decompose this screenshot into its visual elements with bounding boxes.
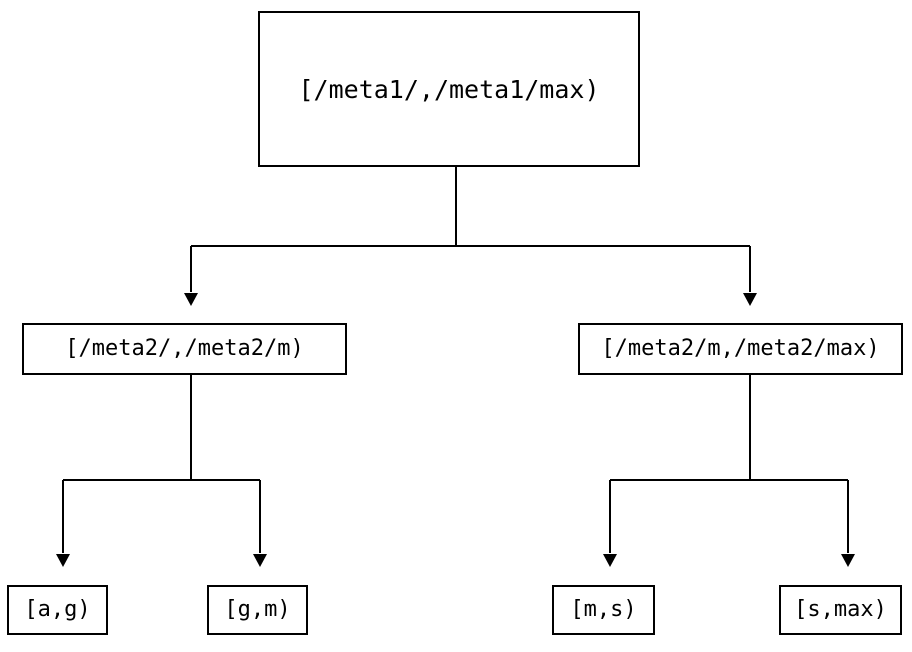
tree-node-leaf-4-label: [s,max)	[794, 597, 887, 622]
tree-node-root[interactable]: [/meta1/,/meta1/max)	[258, 11, 640, 167]
arrowhead-icon	[603, 554, 617, 567]
edge-root-to-mid-left	[184, 246, 198, 306]
tree-node-leaf-2[interactable]: [g,m)	[207, 585, 308, 635]
arrowhead-icon	[743, 293, 757, 306]
edge-mid-left-to-leaf-1	[56, 480, 70, 567]
edge-mid-left-to-leaf-bus	[63, 375, 260, 481]
tree-node-leaf-1-label: [a,g)	[24, 597, 91, 622]
tree-node-mid-left-label: [/meta2/,/meta2/m)	[65, 336, 304, 361]
arrowhead-icon	[56, 554, 70, 567]
tree-node-leaf-4[interactable]: [s,max)	[779, 585, 902, 635]
tree-node-mid-right[interactable]: [/meta2/m,/meta2/max)	[578, 323, 903, 375]
tree-node-root-label: [/meta1/,/meta1/max)	[298, 74, 600, 104]
edge-mid-left-to-leaf-2	[253, 480, 267, 567]
tree-node-mid-right-label: [/meta2/m,/meta2/max)	[601, 336, 880, 361]
tree-node-leaf-2-label: [g,m)	[224, 597, 291, 622]
tree-node-mid-left[interactable]: [/meta2/,/meta2/m)	[22, 323, 347, 375]
edge-mid-right-to-leaf-4	[841, 480, 855, 567]
arrowhead-icon	[841, 554, 855, 567]
tree-node-leaf-3-label: [m,s)	[570, 597, 637, 622]
tree-node-leaf-1[interactable]: [a,g)	[7, 585, 108, 635]
arrowhead-icon	[253, 554, 267, 567]
edge-mid-right-to-leaf-3	[603, 480, 617, 567]
edge-mid-right-to-leaf-bus	[610, 375, 848, 481]
tree-node-leaf-3[interactable]: [m,s)	[552, 585, 655, 635]
edge-root-to-midlevel-bus	[191, 167, 750, 247]
edge-root-to-mid-right	[743, 246, 757, 306]
arrowhead-icon	[184, 293, 198, 306]
